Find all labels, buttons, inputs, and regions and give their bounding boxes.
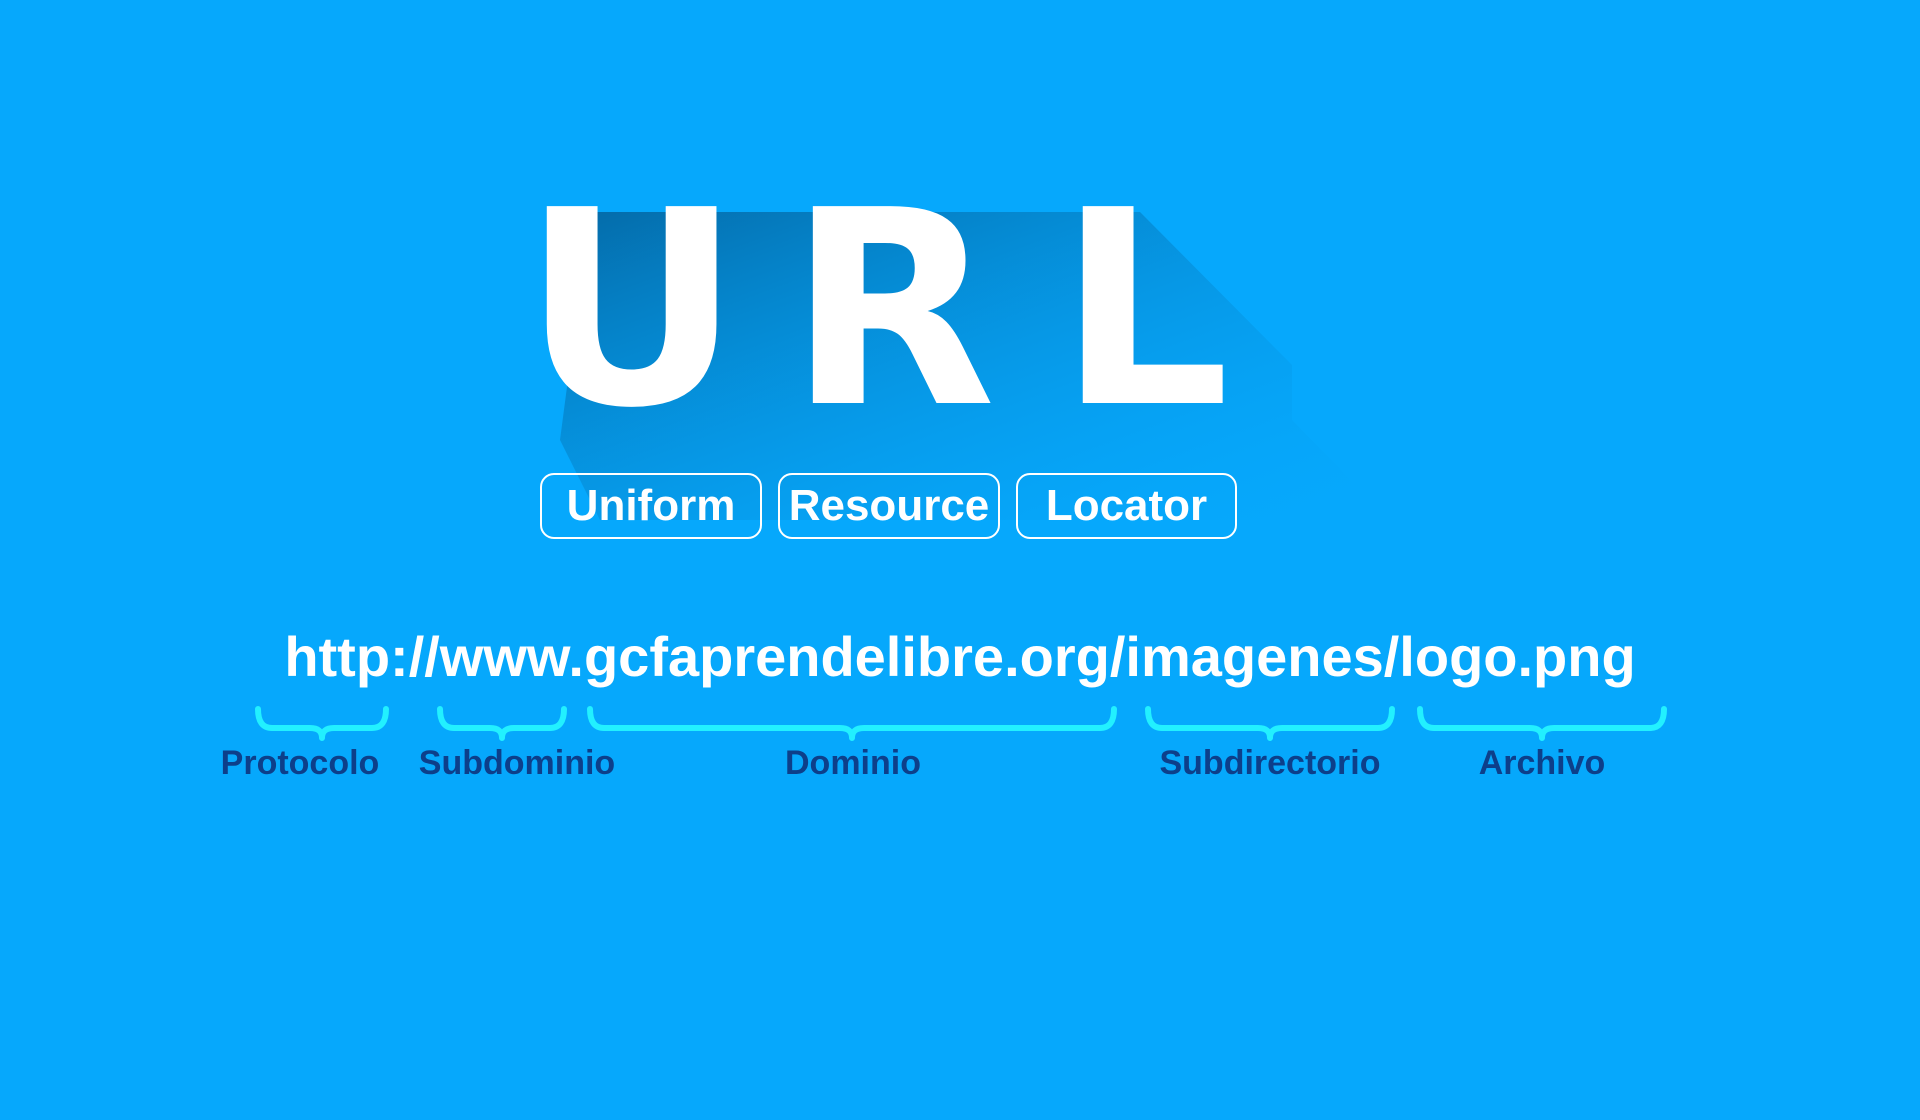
acronym-word-resource: Resource	[778, 473, 1000, 539]
example-url: http://www.gcfaprendelibre.org/imagenes/…	[284, 625, 1636, 688]
brace-protocolo	[255, 706, 389, 741]
label-archivo: Archivo	[1478, 744, 1606, 782]
label-dominio: Dominio	[785, 744, 921, 782]
brace-subdirectorio	[1145, 706, 1395, 741]
brace-subdominio	[437, 706, 567, 741]
label-subdominio: Subdominio	[418, 744, 616, 782]
shadow-shape	[560, 212, 1390, 520]
label-protocolo: Protocolo	[220, 744, 380, 782]
label-subdirectorio: Subdirectorio	[1159, 744, 1381, 782]
acronym-word-locator: Locator	[1016, 473, 1237, 539]
acronym-word-uniform: Uniform	[540, 473, 762, 539]
brace-archivo	[1417, 706, 1667, 741]
title-letter-r: R	[788, 152, 996, 467]
title-letter-u: U	[522, 152, 742, 467]
brace-dominio	[587, 706, 1117, 741]
title-letter-l: L	[1057, 152, 1231, 467]
